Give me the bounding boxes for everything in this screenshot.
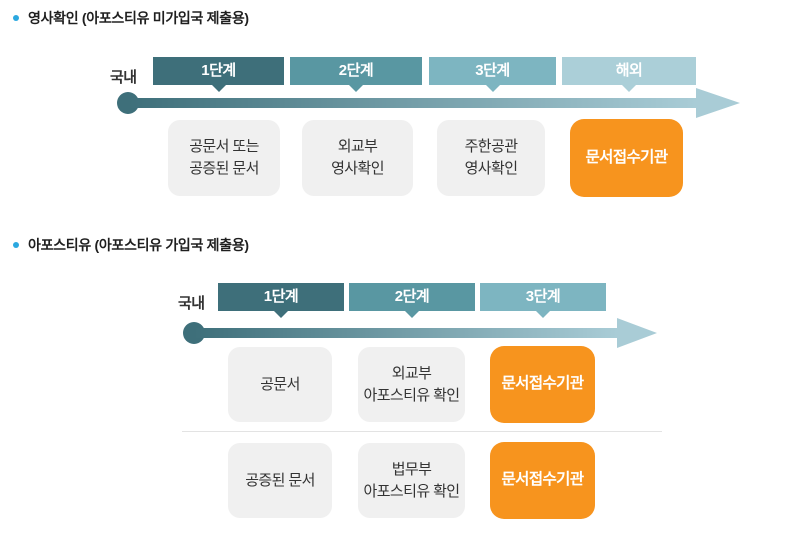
- pointer-down-icon: [622, 85, 636, 92]
- stage-bar-1: 1단계: [153, 57, 284, 92]
- stage-bar-label: 2단계: [338, 62, 374, 79]
- step-box-receiving-org: 문서접수기관: [490, 442, 595, 519]
- stage-bar-label: 2단계: [394, 288, 430, 305]
- pointer-down-icon: [536, 311, 550, 318]
- bullet-icon: [13, 15, 19, 21]
- apostille-section: 아포스티유 (아포스티유 가입국 제출용) 국내 1단계 2단계 3단계 공문서…: [0, 230, 803, 545]
- stage-bar-label: 3단계: [475, 62, 510, 79]
- consular-verification-section: 영사확인 (아포스티유 미가입국 제출용) 국내 1단계 2단계 3단계 해외 …: [0, 0, 803, 230]
- arrow-head-icon: [696, 88, 740, 118]
- bullet-icon: [13, 242, 19, 248]
- stage-bar-label: 1단계: [263, 288, 299, 305]
- step-box-mofa: 외교부 영사확인: [302, 120, 413, 196]
- stage-bar-label: 해외: [615, 62, 643, 79]
- timeline-arrow-line: [128, 98, 696, 108]
- stage-bar-label: 1단계: [201, 62, 236, 79]
- origin-label: 국내: [110, 69, 137, 86]
- step-box-official-doc: 공문서: [228, 347, 332, 422]
- step-box-receiving-org: 문서접수기관: [570, 119, 683, 197]
- timeline-arrow-line: [194, 328, 617, 338]
- stage-bar-label: 3단계: [525, 288, 561, 305]
- stage-bar-3: 3단계: [429, 57, 556, 92]
- row-divider: [182, 431, 662, 432]
- stage-bar-overseas: 해외: [562, 57, 696, 92]
- step-box-notarized-doc: 공증된 문서: [228, 443, 332, 518]
- arrow-head-icon: [617, 318, 657, 348]
- step-box-receiving-org: 문서접수기관: [490, 346, 595, 423]
- pointer-down-icon: [274, 311, 288, 318]
- pointer-down-icon: [405, 311, 419, 318]
- pointer-down-icon: [485, 85, 500, 92]
- step-box-moj-apostille: 법무부 아포스티유 확인: [358, 443, 465, 518]
- pointer-down-icon: [211, 85, 226, 92]
- stage-bar-2: 2단계: [290, 57, 422, 92]
- section-heading: 아포스티유 (아포스티유 가입국 제출용): [28, 237, 249, 253]
- step-box-mofa-apostille: 외교부 아포스티유 확인: [358, 347, 465, 422]
- section-heading: 영사확인 (아포스티유 미가입국 제출용): [28, 10, 249, 26]
- step-box-mission: 주한공관 영사확인: [437, 120, 545, 196]
- stage-bar-2: 2단계: [349, 283, 475, 318]
- origin-label: 국내: [178, 295, 205, 312]
- pointer-down-icon: [349, 85, 363, 92]
- stage-bar-3: 3단계: [480, 283, 606, 318]
- step-box-document: 공문서 또는 공증된 문서: [168, 120, 280, 196]
- stage-bar-1: 1단계: [218, 283, 344, 318]
